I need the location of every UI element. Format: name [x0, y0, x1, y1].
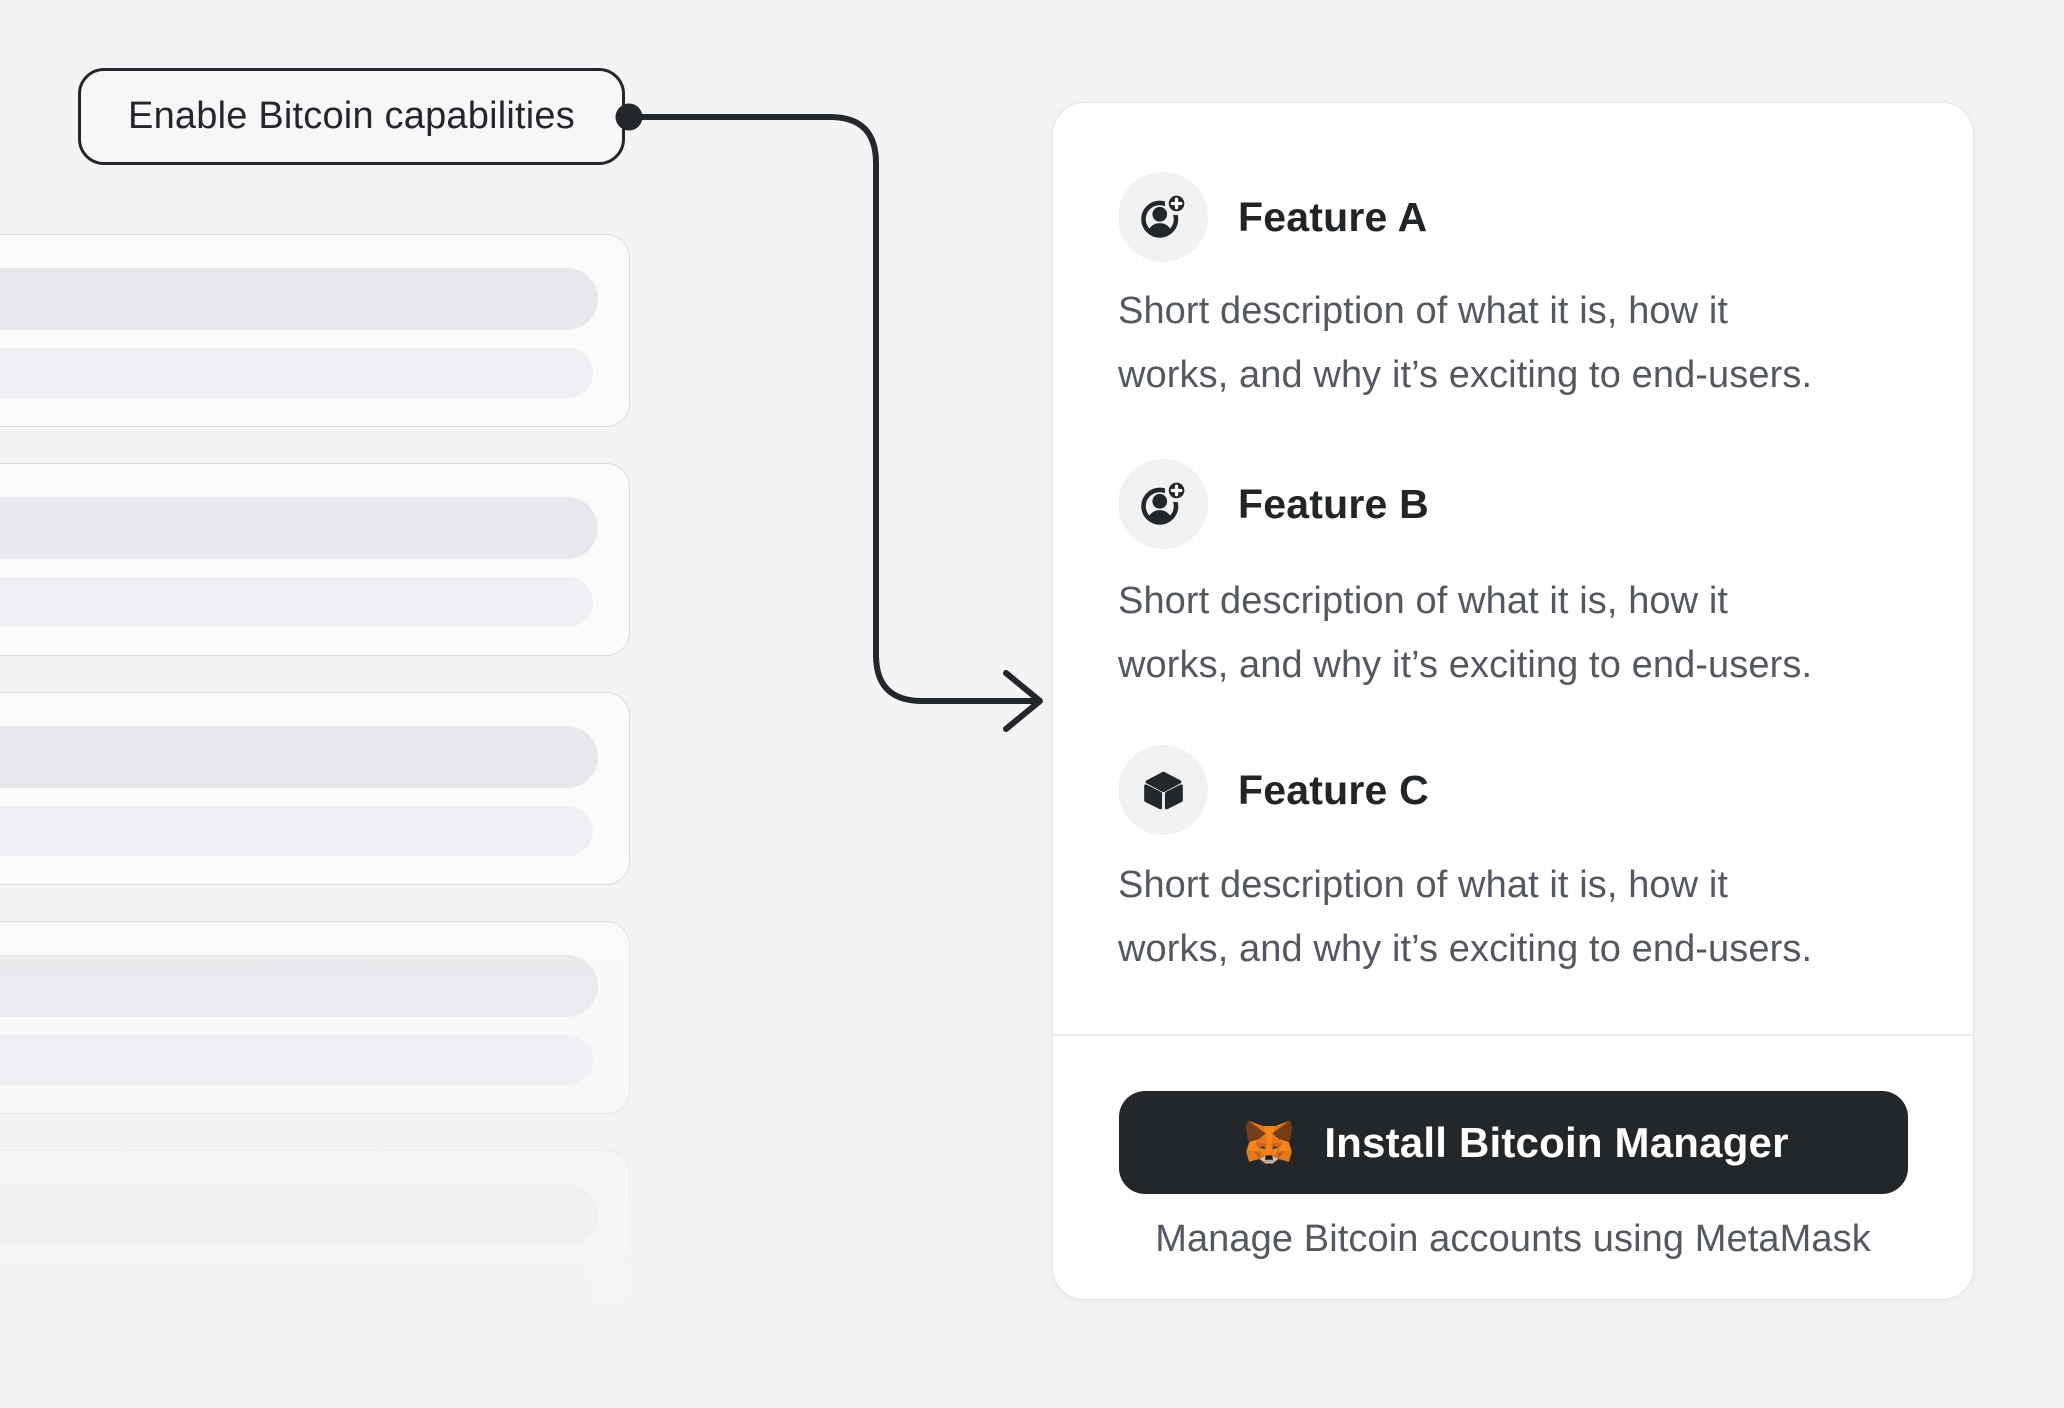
skeleton-card [0, 692, 630, 885]
install-button-label: Install Bitcoin Manager [1324, 1118, 1789, 1166]
feature-description: Short description of what it is, how it … [1118, 569, 1812, 697]
feature-description-line: works, and why it’s exciting to end-user… [1118, 644, 1813, 686]
skeleton-card [0, 463, 630, 656]
cube-icon-glyph [1143, 771, 1183, 809]
skeleton-bar [0, 497, 598, 559]
feature-title: Feature A [1238, 193, 1428, 240]
annotation-label-text: Enable Bitcoin capabilities [128, 95, 575, 137]
connector-arrowhead [1003, 670, 1043, 732]
feature-row-c: Feature C [1118, 745, 1429, 835]
install-bitcoin-manager-button[interactable]: Install Bitcoin Manager [1119, 1091, 1908, 1194]
feature-description: Short description of what it is, how it … [1118, 279, 1812, 407]
feature-card: Feature A Short description of what it i… [1052, 102, 1974, 1300]
cube-icon [1118, 745, 1208, 835]
skeleton-bar [0, 1264, 593, 1314]
skeleton-bar [0, 348, 593, 398]
skeleton-card [0, 921, 630, 1114]
divider [1053, 1034, 1973, 1036]
skeleton-bar [0, 806, 593, 856]
skeleton-bar [0, 1035, 593, 1085]
connector-line [638, 114, 1037, 704]
feature-description-line: works, and why it’s exciting to end-user… [1118, 354, 1813, 396]
feature-description-line: works, and why it’s exciting to end-user… [1118, 928, 1813, 970]
user-add-icon-glyph [1141, 478, 1189, 525]
feature-description-line: Short description of what it is, how it [1118, 290, 1729, 332]
annotation-label: Enable Bitcoin capabilities [78, 68, 625, 165]
skeleton-bar [0, 577, 593, 627]
user-add-icon-glyph [1141, 191, 1189, 238]
skeleton-bar [0, 268, 598, 330]
feature-title: Feature C [1238, 766, 1429, 813]
skeleton-list [0, 0, 630, 1408]
skeleton-bar [0, 726, 598, 788]
user-add-icon [1118, 459, 1208, 549]
feature-description-line: Short description of what it is, how it [1118, 580, 1729, 622]
skeleton-bar [0, 1184, 598, 1246]
feature-description-line: Short description of what it is, how it [1118, 864, 1729, 906]
skeleton-card [0, 234, 630, 427]
skeleton-card [0, 1150, 630, 1343]
footer-caption: Manage Bitcoin accounts using MetaMask [1155, 1218, 1871, 1260]
feature-title: Feature B [1238, 480, 1429, 527]
feature-row-b: Feature B [1118, 459, 1429, 549]
skeleton-bar [0, 955, 598, 1017]
metamask-fox-icon [1246, 1119, 1293, 1164]
feature-description: Short description of what it is, how it … [1118, 853, 1812, 981]
feature-row-a: Feature A [1118, 172, 1427, 262]
user-add-icon [1118, 172, 1208, 262]
